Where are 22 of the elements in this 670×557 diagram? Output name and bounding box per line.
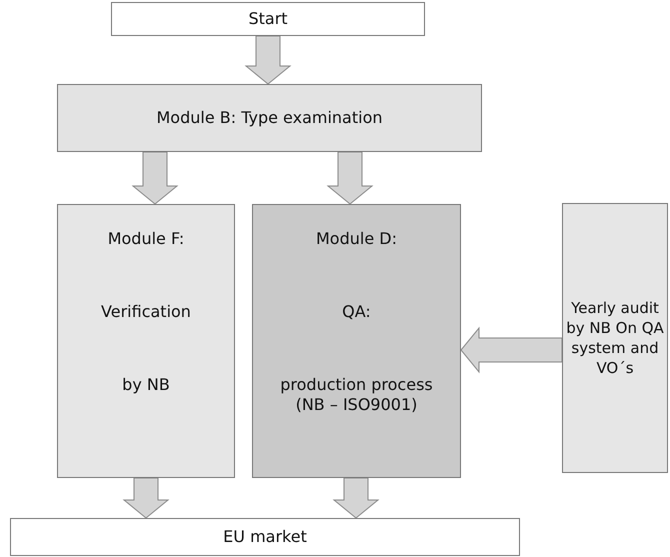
box-text: by NB bbox=[122, 375, 170, 395]
block-arrow bbox=[332, 478, 380, 519]
block-arrow bbox=[326, 152, 374, 205]
process-box bbox=[57, 204, 235, 478]
process-box bbox=[111, 2, 425, 36]
box-text: Verification bbox=[101, 302, 191, 322]
box-text: Module D: bbox=[316, 229, 397, 249]
block-arrow bbox=[460, 326, 562, 374]
box-text: Yearly audit by NB On QA system and VO´s bbox=[565, 298, 665, 378]
block-arrow bbox=[132, 152, 178, 205]
block-arrow bbox=[122, 478, 170, 519]
box-text: Module B: Type examination bbox=[156, 108, 382, 128]
block-arrow bbox=[244, 36, 292, 85]
process-box bbox=[57, 84, 482, 152]
box-text: Start bbox=[248, 9, 288, 29]
process-box bbox=[562, 203, 668, 473]
process-box bbox=[10, 518, 520, 556]
box-text: Module F: bbox=[108, 229, 184, 249]
box-text: EU market bbox=[223, 527, 307, 547]
box-text: production process (NB – ISO9001) bbox=[279, 375, 434, 415]
box-text: QA: bbox=[342, 302, 371, 322]
process-box bbox=[252, 204, 461, 478]
